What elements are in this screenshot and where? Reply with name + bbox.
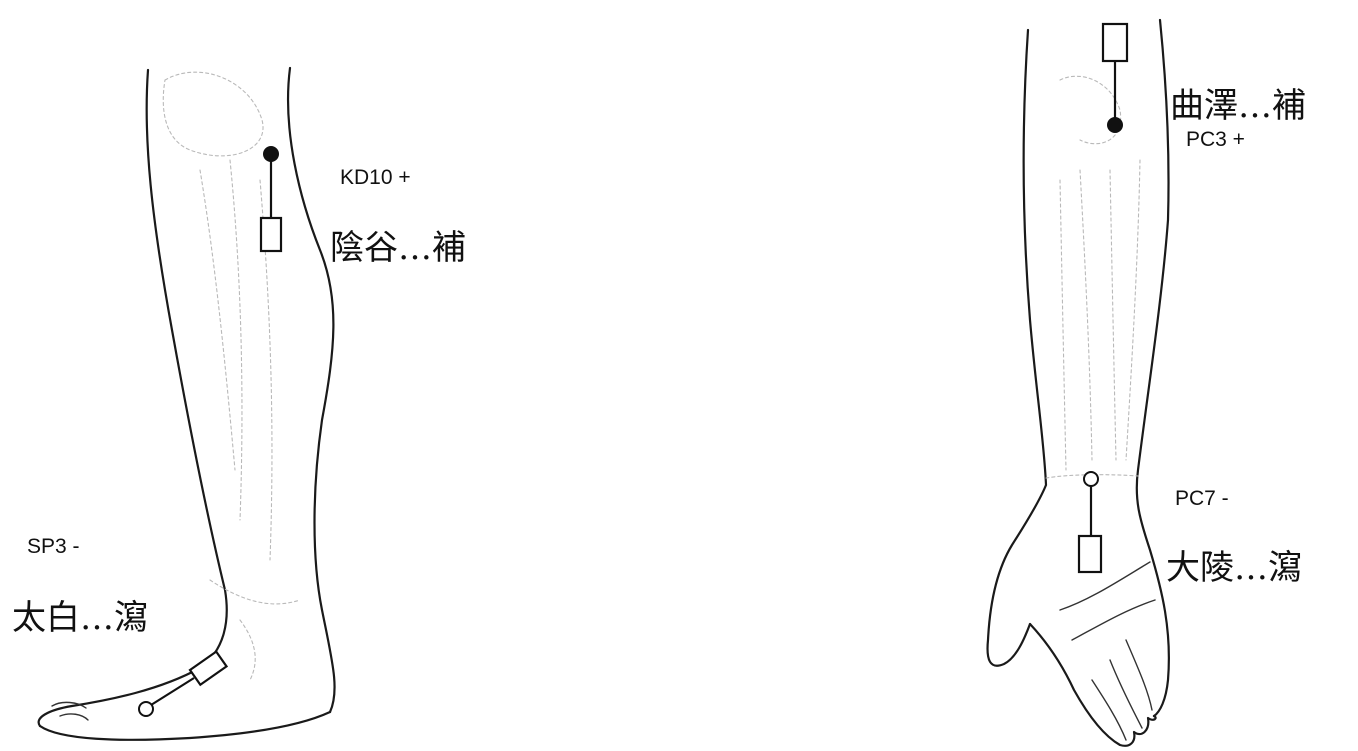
- pc3-code-label: PC3 +: [1186, 128, 1245, 152]
- sp3-code-label: SP3 -: [27, 535, 80, 559]
- kd10-name-label: 陰谷…補: [330, 220, 466, 269]
- pc7-point-marker: [1084, 472, 1098, 486]
- sp3-box: [190, 652, 227, 685]
- forearm-right-outline: [1137, 20, 1169, 716]
- sp3-name-label: 太白…瀉: [12, 590, 148, 639]
- fingers-outline: [1030, 624, 1156, 746]
- pc3-name-label: 曲澤…補: [1170, 78, 1306, 127]
- forearm-left-outline: [988, 30, 1046, 666]
- palm-creases: [1060, 562, 1155, 740]
- pc3-point-marker: [1107, 117, 1123, 133]
- pc3-box: [1103, 24, 1127, 61]
- pc7-code-label: PC7 -: [1175, 487, 1229, 511]
- sp3-connector: [151, 678, 194, 705]
- knee-detail: [163, 72, 263, 156]
- arm-illustration: [988, 20, 1169, 746]
- kd10-code-label: KD10 +: [340, 166, 411, 190]
- pc7-name-label: 大陵…瀉: [1166, 540, 1302, 589]
- forearm-detail: [1060, 76, 1140, 470]
- kd10-box: [261, 218, 281, 251]
- pc7-box: [1079, 536, 1101, 572]
- leg-illustration: [39, 68, 335, 740]
- leg-front-outline: [288, 68, 335, 712]
